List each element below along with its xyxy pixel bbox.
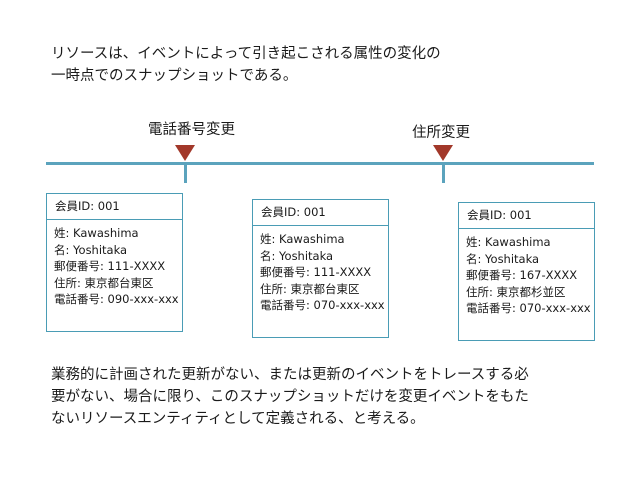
timeline-tick-phone-change [184,162,187,183]
card-body: 姓: Kawashima 名: Yoshitaka 郵便番号: 111-XXXX… [252,226,389,338]
event-label-address-change: 住所変更 [412,125,470,141]
event-marker-triangle-icon [175,145,195,161]
card-header-member-id: 会員ID: 001 [252,199,389,226]
conclusion-paragraph: 業務的に計画された更新がない、または更新のイベントをトレースする必 要がない、場… [51,367,529,427]
card-field-last-name: 姓: Kawashima [260,232,345,246]
card-body: 姓: Kawashima 名: Yoshitaka 郵便番号: 111-XXXX… [46,220,183,332]
snapshot-card: 会員ID: 001 姓: Kawashima 名: Yoshitaka 郵便番号… [46,193,183,332]
card-field-phone-number: 電話番号: 070-xxx-xxx [260,298,385,312]
card-field-last-name: 姓: Kawashima [466,235,551,249]
card-field-first-name: 名: Yoshitaka [466,251,540,266]
card-header-member-id: 会員ID: 001 [46,193,183,220]
card-header-member-id: 会員ID: 001 [458,202,595,229]
card-field-address: 住所: 東京都台東区 [260,281,360,296]
card-field-address: 住所: 東京都台東区 [54,275,154,290]
card-field-postal-code: 郵便番号: 111-XXXX [54,259,166,273]
timeline-axis-line [46,162,594,165]
card-field-phone-number: 電話番号: 090-xxx-xxx [54,292,179,306]
timeline-tick-address-change [442,162,445,183]
card-field-phone-number: 電話番号: 070-xxx-xxx [466,301,591,315]
card-field-last-name: 姓: Kawashima [54,226,139,240]
card-field-address: 住所: 東京都杉並区 [466,284,566,299]
card-body: 姓: Kawashima 名: Yoshitaka 郵便番号: 167-XXXX… [458,229,595,341]
intro-paragraph: リソースは、イベントによって引き起こされる属性の変化の 一時点でのスナップショッ… [51,46,441,84]
event-marker-triangle-icon [433,145,453,161]
card-field-postal-code: 郵便番号: 111-XXXX [260,265,372,279]
card-field-postal-code: 郵便番号: 167-XXXX [466,268,578,282]
snapshot-card: 会員ID: 001 姓: Kawashima 名: Yoshitaka 郵便番号… [252,199,389,338]
card-field-first-name: 名: Yoshitaka [54,242,128,257]
card-field-first-name: 名: Yoshitaka [260,248,334,263]
snapshot-card: 会員ID: 001 姓: Kawashima 名: Yoshitaka 郵便番号… [458,202,595,341]
event-label-phone-change: 電話番号変更 [148,122,235,138]
